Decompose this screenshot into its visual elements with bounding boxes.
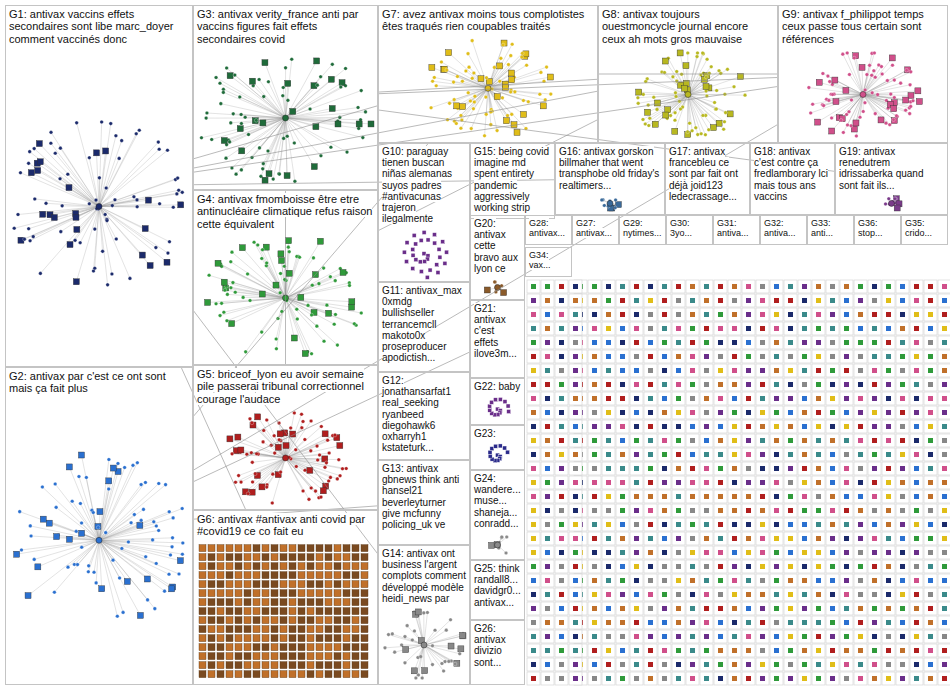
graph-canvas: G1: antivax vaccins effets secondaires s… <box>0 0 950 688</box>
